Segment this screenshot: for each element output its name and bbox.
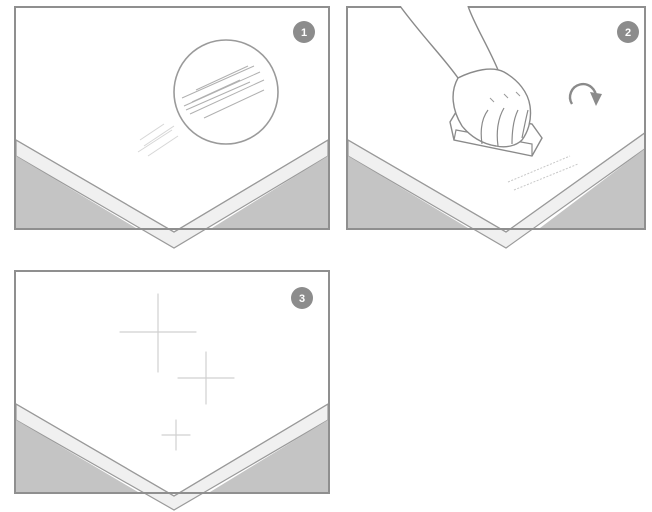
svg-text:2: 2 [625, 27, 631, 39]
step-2-panel: 2 [346, 6, 646, 254]
step-1-badge: 1 [293, 21, 315, 43]
scratch-magnifier-icon [174, 40, 278, 144]
step-3-illustration: 3 [14, 270, 330, 512]
step-1-illustration: 1 [14, 6, 330, 254]
step-3-badge: 3 [291, 287, 313, 309]
step-2-illustration: 2 [346, 6, 646, 254]
step-3-panel: 3 [14, 270, 330, 512]
step-2-badge: 2 [617, 21, 639, 43]
step-1-panel: 1 [14, 6, 330, 254]
svg-text:3: 3 [299, 293, 305, 305]
svg-text:1: 1 [301, 27, 307, 39]
